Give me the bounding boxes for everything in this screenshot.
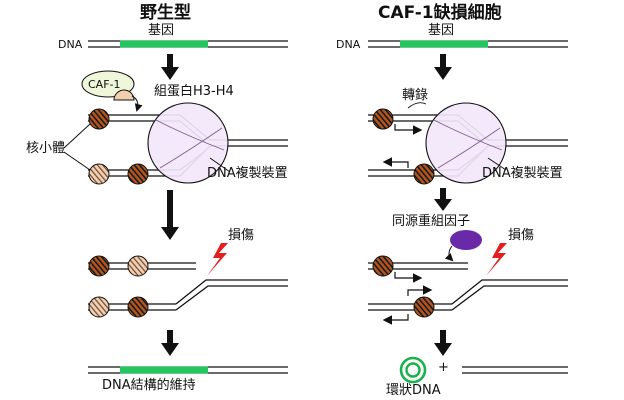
wt-nucleosome-label: 核小體	[26, 141, 66, 156]
wt-damage-label: 損傷	[228, 228, 255, 243]
mut-result	[399, 356, 568, 384]
transcription-start-arrow-icon	[382, 157, 409, 168]
wt-caf1-label: CAF-1	[88, 78, 121, 91]
wt-gene-segment	[120, 40, 208, 48]
nucleosome-light	[88, 163, 110, 185]
mut-plus-sign: +	[438, 360, 449, 375]
mut-damage-lightning-icon	[486, 243, 507, 276]
transcription-start-arrow-icon	[407, 285, 433, 296]
wt-dna-label: DNA	[58, 38, 83, 51]
nucleosome-light	[127, 255, 149, 277]
wt-flow-arrow-3	[161, 330, 179, 356]
mut-flow-arrow-2	[434, 188, 452, 211]
nucleosome-dark	[88, 108, 110, 130]
nucleosome-dark	[127, 296, 149, 318]
wt-bottom-dna	[88, 366, 288, 374]
mut-title: CAF-1缺損細胞	[378, 3, 502, 23]
wt-flow-arrow-2	[161, 190, 179, 240]
recombination-factor-icon	[450, 230, 482, 250]
wt-broken-fork	[88, 243, 288, 318]
wt-gene-segment-bottom	[120, 366, 208, 374]
circular-dna-icon	[399, 356, 427, 384]
mut-gene-label: 基因	[428, 23, 455, 38]
wt-title: 野生型	[140, 3, 191, 23]
wt-histone-h3h4-icon	[113, 89, 135, 101]
wt-flow-arrow-1	[161, 54, 179, 80]
wt-replication-label: DNA複製裝置	[207, 166, 288, 181]
wt-caf1-group	[81, 70, 143, 112]
mut-top-dna	[368, 40, 568, 48]
mut-recombination-label: 同源重組因子	[392, 214, 471, 229]
mut-damage-label: 損傷	[508, 228, 535, 243]
nucleosome-dark	[127, 163, 149, 185]
nucleosome-dark	[413, 163, 435, 185]
nucleosome-dark	[413, 296, 435, 318]
nucleosome-dark	[372, 255, 394, 277]
mut-circle-label: 環狀DNA	[386, 383, 441, 398]
nucleosome-light	[88, 296, 110, 318]
mut-replication-label: DNA複製裝置	[482, 166, 563, 181]
nucleosome-dark	[88, 255, 110, 277]
wt-histone-label: 組蛋白H3-H4	[154, 84, 234, 99]
mut-flow-arrow-3	[434, 330, 452, 356]
mut-dna-label: DNA	[336, 38, 361, 51]
wt-gene-label: 基因	[148, 23, 175, 38]
mut-gene-segment	[400, 40, 488, 48]
wt-damage-lightning-icon	[207, 243, 228, 276]
wt-top-dna	[88, 40, 288, 48]
mut-recombination-group	[444, 230, 507, 276]
mut-flow-arrow-1	[434, 54, 452, 80]
mut-replication-fork	[368, 102, 568, 185]
mut-transcription-label: 轉錄	[402, 88, 429, 103]
transcription-start-arrow-icon	[382, 314, 409, 325]
transcription-start-arrow-icon	[394, 272, 423, 283]
wt-nucleosomes	[63, 108, 149, 185]
mut-broken-fork	[368, 255, 568, 325]
wt-result-label: DNA結構的維持	[102, 378, 196, 393]
nucleosome-dark	[372, 108, 394, 130]
transcription-start-arrow-icon	[394, 124, 423, 135]
